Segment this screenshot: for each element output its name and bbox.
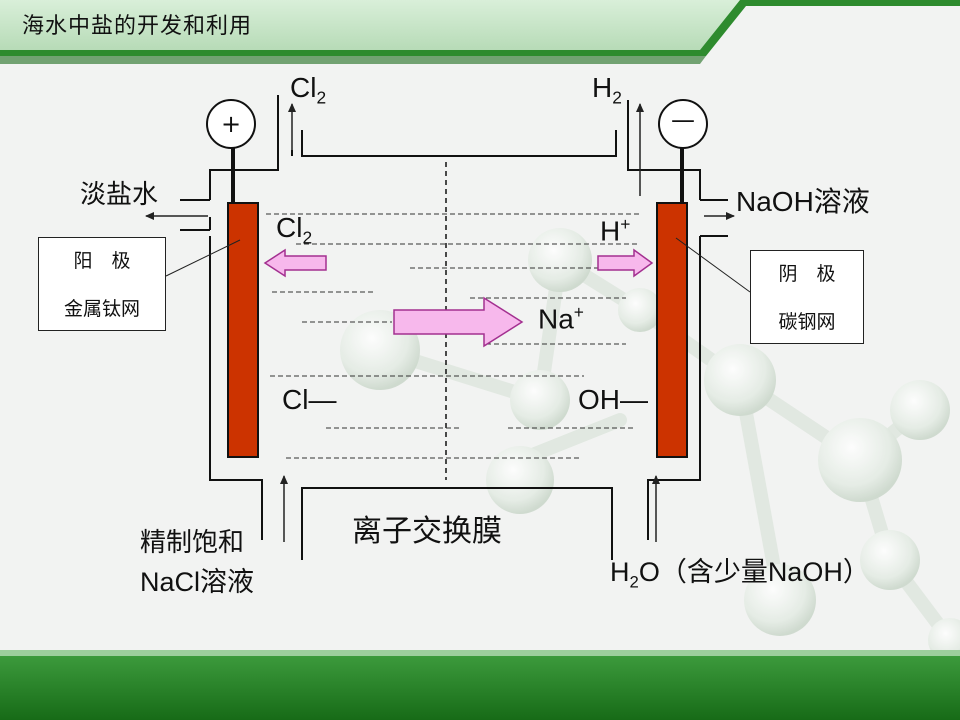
anode-electrode bbox=[227, 202, 259, 458]
anode-label-line1: 阳 极 bbox=[73, 250, 131, 272]
label-h2-outlet: H2 bbox=[592, 72, 622, 108]
header-band bbox=[0, 0, 960, 64]
label-na-plus: Na+ bbox=[538, 302, 584, 335]
label-cl-minus: Cl— bbox=[282, 384, 337, 415]
label-feed-line2: NaCl溶液 bbox=[140, 567, 255, 597]
footer-band bbox=[0, 650, 960, 720]
flow-arrows bbox=[145, 103, 735, 542]
cathode-electrode bbox=[656, 202, 688, 458]
cl2-arrow bbox=[263, 248, 327, 278]
label-dilute-brine: 淡盐水 bbox=[80, 180, 159, 210]
label-h-plus: H+ bbox=[600, 214, 631, 247]
anode-label-line2: 金属钛网 bbox=[63, 298, 140, 320]
cathode-terminal bbox=[658, 99, 708, 149]
cell-walls bbox=[180, 95, 728, 560]
anode-plus-sign: + bbox=[220, 110, 242, 138]
label-water-feed: H2O（含少量NaOH） bbox=[610, 557, 870, 592]
label-ion-exchange-membrane: 离子交换膜 bbox=[352, 514, 502, 549]
label-oh-minus: OH— bbox=[578, 384, 648, 415]
ion-arrows bbox=[263, 248, 654, 348]
cathode-minus-sign: — bbox=[671, 106, 695, 134]
cathode-label-line1: 阴 极 bbox=[778, 263, 836, 285]
label-cl2-inner: Cl2 bbox=[276, 212, 313, 248]
cathode-label-line2: 碳钢网 bbox=[778, 311, 836, 333]
cathode-label-box: 阴 极 碳钢网 bbox=[750, 250, 864, 344]
h-plus-arrow bbox=[597, 248, 654, 278]
page-title: 海水中盐的开发和利用 bbox=[22, 14, 253, 39]
label-naoh-solution: NaOH溶液 bbox=[736, 186, 870, 217]
molecule-decoration bbox=[340, 228, 960, 662]
label-cl2-outlet: Cl2 bbox=[290, 72, 327, 108]
label-feed-line1: 精制饱和 bbox=[140, 528, 245, 558]
anode-label-box: 阳 极 金属钛网 bbox=[38, 237, 166, 331]
na-plus-arrow bbox=[393, 296, 524, 348]
anode-terminal bbox=[206, 99, 256, 149]
electrolyte-lines bbox=[266, 213, 640, 459]
